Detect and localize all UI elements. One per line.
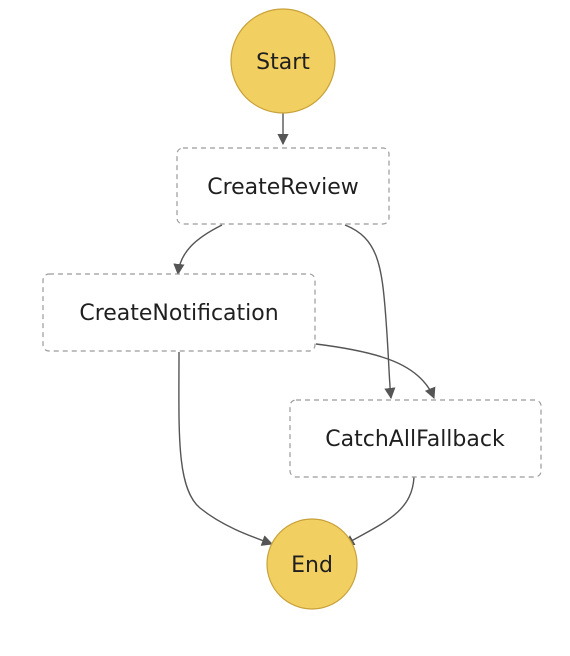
edge-createnotification-to-end bbox=[178, 351, 274, 546]
start-label: Start bbox=[256, 50, 310, 75]
catchallfallback-node: CatchAllFallback bbox=[289, 399, 542, 478]
createnotification-label: CreateNotification bbox=[79, 301, 278, 326]
createreview-label: CreateReview bbox=[207, 175, 359, 200]
end-label: End bbox=[291, 553, 333, 578]
createreview-node: CreateReview bbox=[176, 147, 390, 225]
edge-createreview-to-catchallfallback bbox=[344, 224, 396, 400]
createnotification-node: CreateNotification bbox=[42, 273, 316, 352]
edge-createreview-to-createnotification bbox=[173, 224, 223, 276]
edges bbox=[173, 112, 436, 546]
end-node: End bbox=[266, 518, 358, 610]
edge-createnotification-to-catchallfallback bbox=[315, 343, 436, 400]
edge-catchallfallback-to-end bbox=[343, 476, 415, 546]
start-node: Start bbox=[230, 8, 336, 114]
catchallfallback-label: CatchAllFallback bbox=[325, 427, 505, 452]
